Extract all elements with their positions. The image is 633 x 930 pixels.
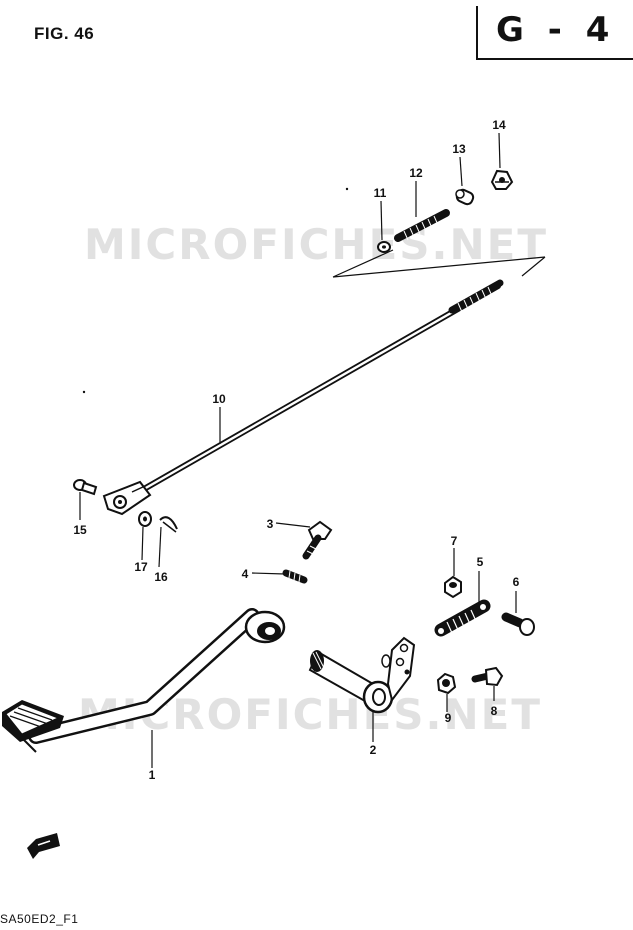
callout-17: 17 (134, 560, 148, 574)
drawing-code: SA50ED2_F1 (0, 912, 79, 926)
dot (345, 187, 349, 191)
callout-12: 12 (409, 166, 423, 180)
part-5-return-spring (434, 599, 491, 637)
part-2-pedal-lever (308, 636, 416, 714)
part-10-brake-rod (102, 279, 504, 516)
callout-7: 7 (451, 534, 458, 548)
group-box: G - 4 (476, 6, 633, 60)
part-11-washer (377, 241, 391, 253)
callout-16: 16 (154, 570, 168, 584)
part-14-cap-nut (490, 169, 514, 190)
callout-15: 15 (73, 523, 87, 537)
front-arrow-icon (27, 833, 60, 859)
callout-3: 3 (267, 517, 274, 531)
callout-6: 6 (513, 575, 520, 589)
callout-13: 13 (452, 142, 466, 156)
callout-5: 5 (477, 555, 484, 569)
callout-2: 2 (370, 743, 377, 757)
detail-guide-lines (332, 249, 546, 278)
callout-1: 1 (149, 768, 156, 782)
part-6-bolt (501, 612, 535, 636)
part-12-threaded-rod-end (394, 209, 450, 242)
dot (82, 390, 86, 394)
part-8-bolt (471, 666, 504, 687)
callout-11: 11 (374, 186, 387, 200)
group-code: G - 4 (496, 10, 616, 50)
watermark-top: MICROFICHES.NET (84, 220, 548, 269)
callout-8: 8 (491, 704, 498, 718)
part-4-spring (282, 569, 308, 584)
part-1-brake-pedal (2, 608, 286, 753)
part-9-nut (436, 672, 457, 695)
part-7-nut (444, 575, 462, 599)
part-15-clevis-pin (73, 479, 98, 496)
part-13-joint (455, 188, 475, 206)
part-16-cotter-pin (159, 516, 178, 533)
leader-lines (79, 132, 517, 768)
callout-9: 9 (445, 711, 452, 725)
figure-number: FIG. 46 (34, 24, 95, 43)
part-3-bolt (302, 520, 333, 560)
callout-4: 4 (242, 567, 249, 581)
callout-14: 14 (492, 118, 506, 132)
part-17-washer (138, 511, 152, 527)
callout-10: 10 (212, 392, 226, 406)
